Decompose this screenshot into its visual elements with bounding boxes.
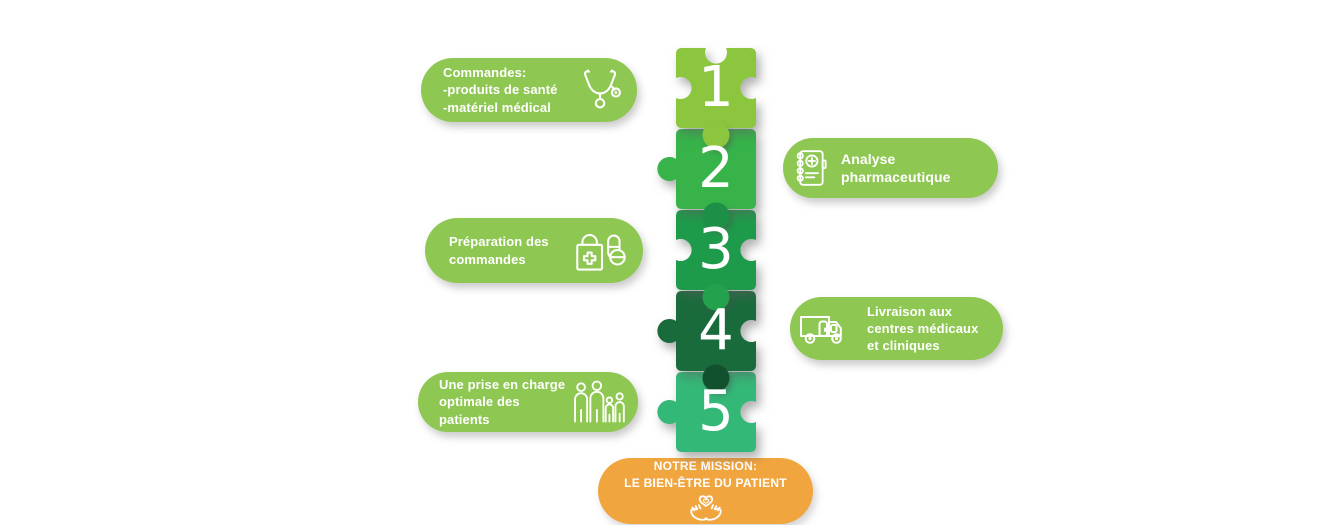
- step-label-text-2: Analyse pharmaceutique: [841, 150, 998, 187]
- puzzle-piece-5-shape: [657, 372, 756, 452]
- mission-line: NOTRE MISSION:: [653, 459, 758, 474]
- step-label-pill-5: Une prise en charge optimale des patient…: [418, 372, 638, 432]
- mission-pill: NOTRE MISSION: LE BIEN-ÊTRE DU PATIENT: [598, 458, 813, 524]
- label-line: Analyse pharmaceutique: [841, 150, 951, 185]
- stethoscope-icon: [584, 69, 621, 109]
- step-label-text-3: Préparation des commandes: [449, 233, 549, 267]
- label-line: optimale des patients: [439, 394, 520, 427]
- label-line: centres médicaux: [867, 320, 979, 336]
- puzzle-knob-3-4: [702, 283, 730, 311]
- puzzle-knob-1-2: [702, 121, 730, 149]
- family-patients-icon: [573, 380, 625, 422]
- label-line: -matériel médical: [443, 99, 551, 115]
- label-line: Commandes:: [443, 65, 527, 81]
- puzzle-piece-1: [676, 48, 756, 128]
- step-label-text-5: Une prise en charge optimale des patient…: [439, 376, 569, 427]
- medical-record-book-icon: [796, 150, 827, 186]
- step-label-pill-1: Commandes: -produits de santé -matériel …: [421, 58, 637, 122]
- step-label-text-4: Livraison aux centres médicaux et cliniq…: [867, 303, 978, 354]
- label-line: et cliniques: [867, 338, 940, 354]
- step-label-pill-4: Livraison aux centres médicaux et cliniq…: [790, 297, 1003, 360]
- label-line: Une prise en charge: [439, 377, 566, 393]
- puzzle-piece-3: [676, 210, 756, 290]
- label-line: Préparation des: [449, 234, 549, 250]
- delivery-truck-icon: [800, 315, 842, 344]
- puzzle-piece-2: [657, 129, 756, 209]
- puzzle-piece-5: [657, 372, 756, 452]
- pharmacy-bag-and-pills-icon: [576, 233, 626, 271]
- label-line: commandes: [449, 251, 526, 267]
- puzzle-knob-4-5: [702, 364, 730, 392]
- hands-holding-heart-icon: [689, 495, 722, 521]
- step-label-pill-3: Préparation des commandes: [425, 218, 643, 283]
- puzzle-piece-3-shape: [676, 210, 756, 290]
- label-line: Livraison aux: [867, 303, 953, 319]
- puzzle-piece-2-shape: [657, 129, 756, 209]
- puzzle-knob-2-3: [702, 202, 730, 230]
- mission-line: LE BIEN-ÊTRE DU PATIENT: [624, 475, 787, 490]
- puzzle-piece-4: [657, 291, 756, 371]
- step-label-text-1: Commandes: -produits de santé -matériel …: [443, 64, 557, 115]
- label-line: -produits de santé: [443, 82, 558, 98]
- puzzle-piece-4-shape: [657, 291, 756, 371]
- step-label-pill-2: Analyse pharmaceutique: [783, 138, 998, 198]
- puzzle-piece-1-shape: [676, 48, 756, 128]
